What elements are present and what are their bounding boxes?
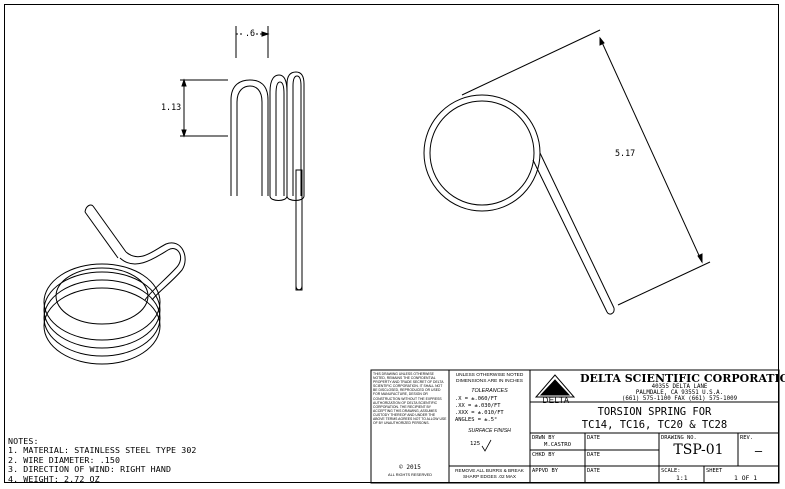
note-item: 4. WEIGHT: 2.72 OZ xyxy=(8,473,100,484)
side-view xyxy=(180,26,305,291)
company-address-2: PALMDALE, CA 93551 U.S.A. xyxy=(635,390,724,396)
revision: – xyxy=(754,444,763,458)
scale: 1:1 xyxy=(676,474,688,482)
end-view xyxy=(423,29,711,315)
drawing-title-2: TC14, TC16, TC20 & TC28 xyxy=(581,419,728,431)
proprietary-notice: THIS DRAWING UNLESS OTHERWISE NOTED, REM… xyxy=(373,372,447,426)
surface-finish-value: 125 xyxy=(470,441,481,447)
burrs-note-1: REMOVE ALL BURRS & BREAK xyxy=(455,468,524,473)
tolerances-heading: TOLERANCES xyxy=(471,388,508,394)
company-address-1: 40355 DELTA LANE xyxy=(651,384,708,390)
tolerance-4: ANGLES = ±.5° xyxy=(455,417,498,423)
note-item: 3. DIRECTION OF WIND: RIGHT HAND xyxy=(8,464,172,475)
drawing-title-1: TORSION SPRING FOR xyxy=(597,406,712,418)
tolerance-2: .XX = ±.030/FT xyxy=(455,403,501,409)
approved-by-label: APPVD BY xyxy=(532,468,558,474)
tolerance-3: .XXX = ±.010/FT xyxy=(455,410,504,416)
drawn-by-label: DRWN BY xyxy=(532,435,555,441)
title-block-grid xyxy=(370,369,780,484)
note-item: 2. WIRE DIAMETER: .150 xyxy=(8,454,121,465)
sheet: 1 OF 1 xyxy=(734,474,758,482)
surface-finish-label: SURFACE FINISH xyxy=(468,428,511,434)
notes-block: NOTES: 1. MATERIAL: STAINLESS STEEL TYPE… xyxy=(8,436,197,484)
sheet-label: SHEET xyxy=(706,468,723,474)
date-label: DATE xyxy=(587,435,600,441)
dimension-gap-label: .6 xyxy=(244,28,257,38)
dimension-height-label: 1.13 xyxy=(161,102,182,112)
dimension-leg-length-label: 5.17 xyxy=(614,148,637,158)
date-label: DATE xyxy=(587,452,600,458)
revision-label: REV. xyxy=(740,435,753,441)
units-note: UNLESS OTHERWISE NOTED DIMENSIONS ARE IN… xyxy=(455,373,524,384)
burrs-note-2: SHARP EDGES .02 MAX xyxy=(462,474,517,479)
copyright: © 2015 xyxy=(399,464,421,471)
notes-heading: NOTES: xyxy=(8,436,39,446)
company-name: DELTA SCIENTIFIC CORPORATION xyxy=(580,372,785,385)
rights-reserved: ALL RIGHTS RESERVED xyxy=(388,473,432,477)
note-item: 1. MATERIAL: STAINLESS STEEL TYPE 302 xyxy=(8,445,197,456)
isometric-view xyxy=(43,204,186,365)
scale-label: SCALE: xyxy=(661,468,681,474)
checked-by-label: CHKD BY xyxy=(532,452,555,458)
drawing-number-label: DRAWING NO. xyxy=(661,435,697,441)
tolerance-1: .X = ±.060/FT xyxy=(455,396,498,402)
drawing-number: TSP-01 xyxy=(673,442,724,458)
logo-text: DELTA xyxy=(542,396,570,405)
date-label: DATE xyxy=(587,468,600,474)
drawn-by: M.CASTRO xyxy=(544,442,571,448)
company-address-3: (661) 575-1100 FAX (661) 575-1009 xyxy=(621,396,738,402)
